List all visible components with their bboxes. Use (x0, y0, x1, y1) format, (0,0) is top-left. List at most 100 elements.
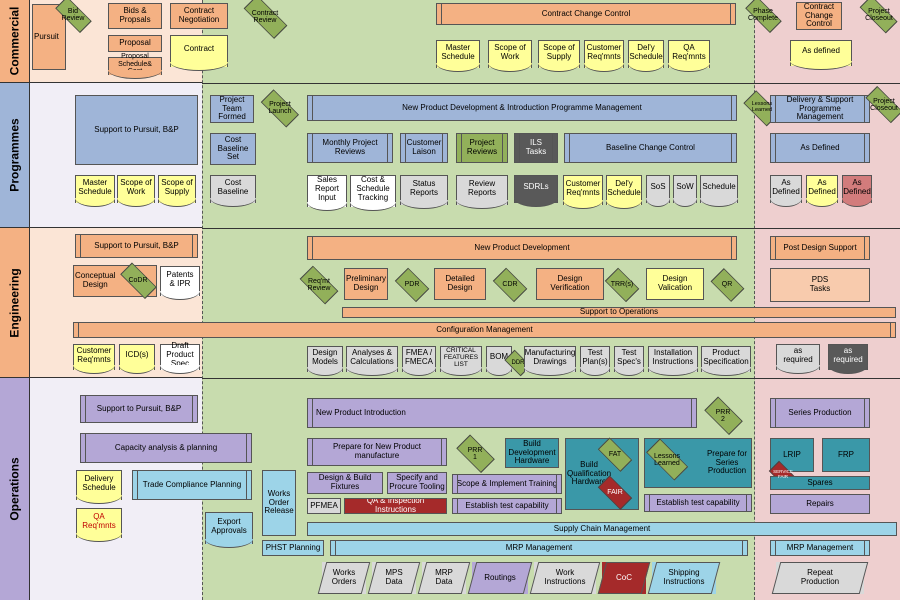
reqmt-review-gate: Req'mt Review (295, 268, 343, 302)
eng-customer-reqmnts-doc: Customer Req'mnts (73, 344, 115, 374)
prog-project-closeout-gate: Project Closeout (860, 90, 900, 120)
sdrls-doc: SDRLs (514, 175, 558, 207)
contract-negotiation-box: Contract Negotiation (170, 3, 228, 29)
npi-bar: New Product Introduction (307, 398, 697, 428)
capacity-planning-bar: Capacity analysis & planning (80, 433, 252, 463)
prog-scope-of-supply-doc: Scope of Supply (158, 175, 196, 207)
eng-support-pursuit-bar: Support to Pursuit, B&P (75, 234, 198, 258)
spares-box: Spares (770, 476, 870, 490)
contract-change-control-r-box: Contract Change Control (796, 2, 842, 30)
support-operations-bar: Support to Operations (342, 307, 896, 318)
qa-reqmnts-doc: QA Req'mnts (668, 40, 710, 72)
delivery-support-bar: Delivery & Support Programme Management (770, 95, 870, 123)
works-order-release-box: Works Order Release (262, 470, 296, 536)
review-reports-doc: Review Reports (456, 175, 508, 209)
detailed-design-box: Detailed Design (434, 268, 486, 300)
pdr-gate: PDR (392, 268, 432, 302)
prr2-gate: PRR 2 (700, 398, 746, 434)
status-reports-doc: Status Reports (400, 175, 448, 209)
prepare-manufacture-bar: Prepare for New Product manufacture (307, 438, 447, 466)
prog-customer-reqmnts-doc: Customer Req'mnts (563, 175, 603, 209)
mps-data-doc: MPS Data (372, 562, 416, 594)
as-defined-doc: As defined (790, 40, 852, 70)
lane-divider-2 (202, 228, 900, 229)
customer-liaison-box: Customer Laison (400, 133, 448, 163)
proposal-schedule-doc: Proposal Schedule& Cost (108, 53, 162, 79)
design-models-doc: Design Models (307, 346, 343, 376)
lane-label-programmes: Programmes (0, 83, 30, 228)
draft-spec-doc: Draft Product Spec (160, 341, 200, 374)
ils-tasks-box: ILS Tasks (514, 133, 558, 163)
contract-doc: Contract (170, 35, 228, 71)
dely-schedule-doc: Del'y Schedule (628, 40, 664, 72)
works-orders-doc: Works Orders (322, 562, 366, 594)
eng-npd-bar: New Product Development (307, 236, 737, 260)
routings-doc: Routings (472, 562, 528, 594)
test-plans-doc: Test Plan(s) (580, 346, 610, 376)
scope-training-bar: Scope & Implement Training (452, 474, 562, 494)
repairs-box: Repairs (770, 494, 870, 514)
supply-chain-bar: Supply Chain Management (307, 522, 897, 536)
mrp-data-doc: MRP Data (422, 562, 466, 594)
design-validation-box: Design Valication (646, 268, 704, 300)
sow-doc: SoW (673, 175, 697, 207)
lane-label-commercial: Commercial (0, 0, 30, 83)
build-dev-hw-box: Build Development Hardware (505, 438, 559, 468)
critical-features-doc: CRITICAL FEATURES LIST (440, 346, 482, 376)
pfmea-box: PFMEA (307, 498, 341, 514)
fair-gate: FAIR (594, 478, 636, 508)
series-production-bar: Series Production (770, 398, 870, 428)
prog-as-defined-doc-2: As Defined (806, 175, 838, 207)
prog-support-pursuit-box: Support to Pursuit, B&P (75, 95, 198, 165)
repeat-production-doc: Repeat Production (776, 562, 864, 594)
prr1-gate: PRR 1 (452, 436, 498, 472)
bid-review-gate: Bid Review (50, 0, 96, 30)
pds-tasks-box: PDS Tasks (770, 268, 870, 302)
contract-review-gate: Contract Review (236, 0, 294, 34)
icds-doc: ICD(s) (119, 344, 155, 374)
as-required-dark-doc: as required (828, 344, 868, 374)
work-instructions-doc: Work Instructions (534, 562, 596, 594)
qr-gate: QR (708, 268, 746, 302)
preliminary-design-box: Preliminary Design (344, 268, 388, 300)
fat-gate: FAT (594, 440, 636, 470)
contract-change-control-bar: Contract Change Control (436, 3, 736, 25)
ddr-gate: DDR (503, 350, 533, 376)
mrp-bar: MRP Management (330, 540, 748, 556)
mrp-right-bar: MRP Management (770, 540, 870, 556)
prog-as-defined-doc-1: As Defined (770, 175, 802, 207)
baseline-change-control-bar: Baseline Change Control (564, 133, 737, 163)
ops-lessons-learned-gate: Lessons Learned (640, 442, 694, 478)
delivery-schedule-doc: Delivery Schedule (76, 470, 122, 504)
coc-doc: CoC (602, 562, 646, 594)
prog-as-defined-doc-3: As Defined (842, 175, 872, 207)
bids-proposals-box: Bids & Propsals (108, 3, 162, 29)
test-specs-doc: Test Spec's (614, 346, 644, 376)
analyses-calculations-doc: Analyses & Calculations (346, 346, 398, 376)
project-closeout-gate: Project Closeout (854, 0, 900, 30)
lane-divider-1 (202, 83, 900, 84)
prog-scope-of-work-doc: Scope of Work (117, 175, 155, 207)
trr-gate: TRR(s) (602, 268, 642, 302)
frp-box: FRP (822, 438, 870, 472)
npd-intro-bar: New Product Development & Introduction P… (307, 95, 737, 121)
master-schedule-doc: Master Schedule (436, 40, 480, 72)
service-fair-gate: SERVICE FAIR (766, 462, 800, 488)
shipping-instructions-doc: Shipping Instructions (652, 562, 716, 594)
post-design-support-bar: Post Design Support (770, 236, 870, 260)
prog-dely-schedule-doc: Del'y Schedule (606, 175, 642, 209)
prog-as-defined-bar: As Defined (770, 133, 870, 163)
ops-support-pursuit-bar: Support to Pursuit, B&P (80, 395, 198, 423)
prog-lessons-learned-gate: Lessons Learned (740, 92, 784, 124)
phase-complete-gate: Phase Complete (740, 0, 786, 30)
schedule-doc: Schedule (700, 175, 738, 207)
installation-instructions-doc: Installation Instructions (648, 346, 698, 376)
specify-tooling-box: Specify and Procure Tooling (387, 472, 447, 494)
monthly-reviews-box: Monthly Project Reviews (307, 133, 393, 163)
project-team-formed-box: Project Team Formed (210, 95, 254, 123)
prog-master-schedule-doc: Master Schedule (75, 175, 115, 207)
sos-doc: SoS (646, 175, 670, 207)
codr-gate: CoDR (115, 266, 161, 296)
manufacturing-drawings-doc: Manufacturing Drawings (524, 346, 576, 376)
lane-label-engineering: Engineering (0, 228, 30, 378)
